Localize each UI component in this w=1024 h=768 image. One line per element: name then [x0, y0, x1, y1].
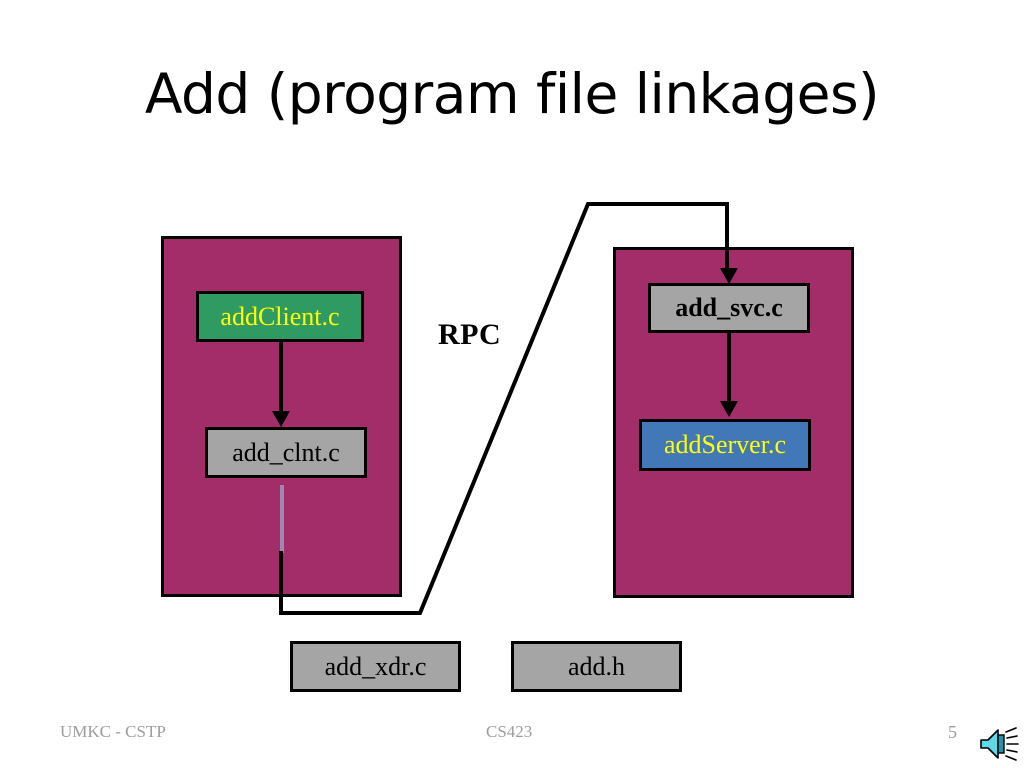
file-box-addclient-c[interactable]: addClient.c: [196, 291, 364, 342]
arrow-svc-to-server-shaft: [727, 333, 731, 403]
file-box-addserver-c[interactable]: addServer.c: [639, 419, 811, 471]
stub-connector-line: [280, 485, 284, 553]
page-title: Add (program file linkages): [144, 62, 880, 126]
arrow-rpc-into-svc-head: [720, 268, 738, 284]
arrow-client-to-clnt-head: [272, 411, 290, 427]
arrow-client-to-clnt-shaft: [279, 341, 283, 413]
footer-course: CS423: [486, 722, 533, 741]
footer-organization: UMKC - CSTP: [60, 722, 166, 741]
file-box-add-svc-c[interactable]: add_svc.c: [648, 283, 810, 333]
rpc-label: RPC: [438, 318, 502, 351]
arrow-svc-to-server-head: [720, 401, 738, 417]
file-box-add-h[interactable]: add.h: [511, 641, 682, 692]
file-box-add-clnt-c[interactable]: add_clnt.c: [205, 427, 367, 478]
speaker-icon[interactable]: [978, 724, 1020, 764]
page-number: 5: [948, 722, 957, 742]
file-box-add-xdr-c[interactable]: add_xdr.c: [290, 641, 461, 692]
